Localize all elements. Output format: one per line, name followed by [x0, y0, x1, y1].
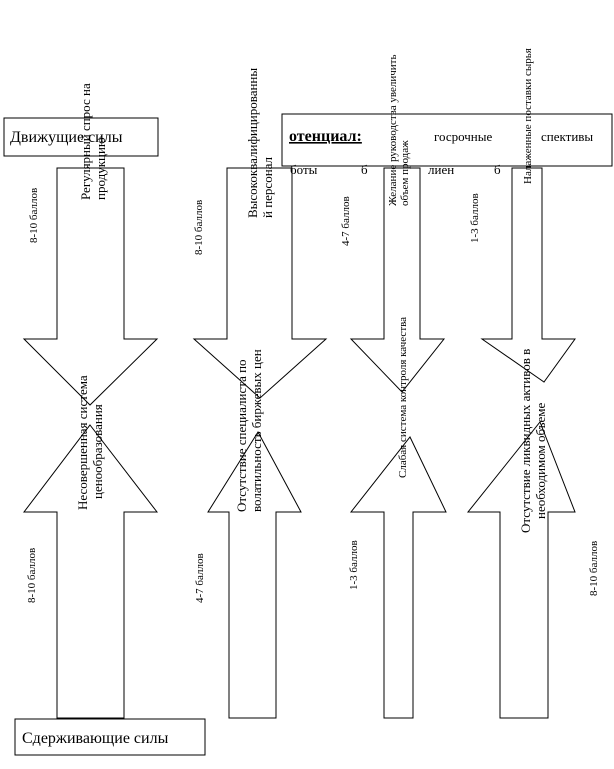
restraining-4-label: Отсутствие ликвидных активов в необходим… — [518, 349, 548, 533]
restraining-3-score: 1-3 баллов — [348, 540, 360, 590]
restraining-3-line-1: Слабая система контроля качества — [397, 317, 409, 478]
driving-3-score: 4-7 баллов — [340, 196, 352, 246]
driving-forces-box — [3, 117, 159, 157]
driving-arrow-2 — [192, 167, 328, 399]
restraining-4-line-1: Отсутствие ликвидных активов в — [518, 349, 533, 533]
restraining-1-line-2: ценообразования — [90, 404, 105, 499]
driving-1-line-2: продукцию — [93, 137, 108, 200]
fragment-work: боты — [290, 162, 318, 177]
restraining-forces-title: Сдерживающие силы — [22, 730, 169, 747]
longterm-label: госрочные — [434, 129, 492, 144]
driving-arrow-4 — [480, 167, 576, 383]
restraining-arrow-1 — [22, 424, 159, 719]
restraining-2-line-2: волатильность биржевых цен — [249, 349, 264, 512]
driving-3-label: Желание руководства увеличить объем прод… — [387, 55, 411, 207]
driving-3-line-1: Желание руководства увеличить — [387, 55, 399, 207]
restraining-2-label: Отсутствие специалиста по волатильность … — [234, 349, 264, 512]
restraining-2-score: 4-7 баллов — [194, 553, 206, 603]
driving-3-line-2: объем продаж — [399, 140, 411, 206]
driving-2-line-2: й персонал — [260, 156, 275, 218]
restraining-4-score: 8-10 баллов — [588, 541, 600, 596]
restraining-arrow-4 — [466, 421, 576, 719]
fragment-b1: б — [361, 162, 368, 177]
fragment-b2: б — [494, 162, 501, 177]
driving-4-line-1: Налаженные поставки сырья — [522, 48, 534, 184]
restraining-1-score: 8-10 баллов — [26, 548, 38, 603]
driving-arrow-1 — [22, 167, 159, 406]
restraining-2-line-1: Отсутствие специалиста по — [234, 359, 249, 512]
potential-box — [281, 113, 613, 167]
fragment-client: лиен — [428, 162, 454, 177]
restraining-arrow-2 — [207, 431, 302, 719]
restraining-forces-box — [14, 718, 206, 756]
driving-2-line-1: Высококвалифицированны — [245, 68, 260, 218]
restraining-3-label: Слабая система контроля качества — [397, 317, 409, 478]
driving-4-label: Налаженные поставки сырья — [522, 48, 534, 184]
restraining-1-label: Несовершенная система ценообразования — [75, 375, 105, 510]
perspectives-label: спективы — [541, 129, 593, 144]
driving-forces-title: Движущие силы — [10, 129, 123, 146]
driving-1-score: 8-10 баллов — [28, 188, 40, 243]
driving-2-score: 8-10 баллов — [193, 200, 205, 255]
driving-arrow-3 — [349, 167, 446, 393]
restraining-1-line-1: Несовершенная система — [75, 375, 90, 510]
driving-1-label: Регулярный спрос на продукцию — [78, 83, 108, 200]
potential-label: отенциал: — [289, 128, 362, 145]
driving-2-label: Высококвалифицированны й персонал — [245, 68, 275, 218]
restraining-arrow-3 — [349, 436, 447, 719]
restraining-4-line-2: необходимом объеме — [533, 402, 548, 519]
driving-4-score: 1-3 баллов — [469, 193, 481, 243]
driving-1-line-1: Регулярный спрос на — [78, 83, 93, 200]
